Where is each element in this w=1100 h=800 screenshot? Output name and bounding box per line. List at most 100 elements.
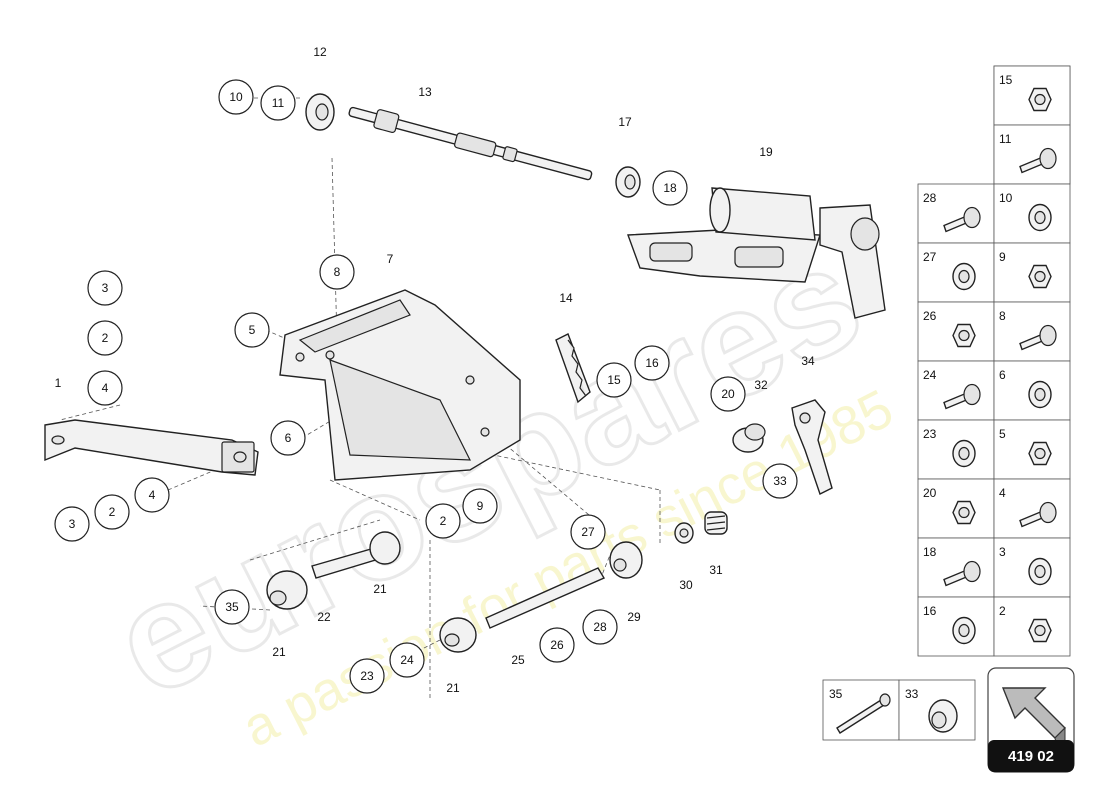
bushing-part <box>439 617 477 653</box>
hardware-cell-28: 28 <box>917 183 995 244</box>
callout-number: 5 <box>249 323 256 337</box>
hardware-icon <box>1028 441 1052 466</box>
hardware-number: 8 <box>999 309 1006 323</box>
callout-number: 25 <box>511 653 525 667</box>
callout-number: 34 <box>801 354 815 368</box>
callout-29: 29 <box>627 610 641 624</box>
arm-part <box>44 419 259 476</box>
hardware-cell-11: 11 <box>993 124 1071 185</box>
bearing-part <box>305 93 335 131</box>
bushing-part <box>266 570 308 610</box>
hardware-icon <box>952 500 976 525</box>
callout-number: 35 <box>225 600 239 614</box>
hardware-number: 10 <box>999 191 1013 205</box>
bearing-part <box>615 166 641 198</box>
callout-number: 12 <box>313 45 327 59</box>
hardware-cell-27: 27 <box>917 242 995 303</box>
hardware-cell-2: 2 <box>993 596 1071 657</box>
hardware-cell-26: 26 <box>917 301 995 362</box>
callout-number: 27 <box>581 525 595 539</box>
hardware-number: 6 <box>999 368 1006 382</box>
callout-25: 25 <box>511 653 525 667</box>
callout-number: 13 <box>418 85 432 99</box>
callout-number: 4 <box>102 381 109 395</box>
callout-number: 14 <box>559 291 573 305</box>
callout-number: 10 <box>229 90 243 104</box>
callout-14: 14 <box>559 291 573 305</box>
hardware-icon <box>1019 324 1057 351</box>
hardware-number: 26 <box>923 309 937 323</box>
callout-number: 9 <box>477 499 484 513</box>
hardware-cell-9: 9 <box>993 242 1071 303</box>
hardware-cell-8: 8 <box>993 301 1071 362</box>
parts <box>44 93 886 653</box>
spring-part <box>704 511 728 535</box>
callout-number: 8 <box>334 265 341 279</box>
callout-21: 21 <box>446 681 460 695</box>
bottom-cell-35: 35 <box>822 679 900 741</box>
hardware-icon <box>1019 501 1057 528</box>
callout-12: 12 <box>313 45 327 59</box>
callout-number: 16 <box>645 356 659 370</box>
hardware-number: 27 <box>923 250 937 264</box>
callout-17: 17 <box>618 115 632 129</box>
callout-number: 1 <box>55 376 62 390</box>
callout-number: 23 <box>360 669 374 683</box>
cam-part <box>791 399 833 495</box>
hardware-icon <box>1028 618 1052 643</box>
callout-9: 9 <box>462 488 498 524</box>
hardware-number: 18 <box>923 545 937 559</box>
bottom-table: 35 33 <box>822 679 976 741</box>
callout-number: 2 <box>109 505 116 519</box>
callout-21: 21 <box>373 582 387 596</box>
callout-4: 4 <box>87 370 123 406</box>
hardware-number: 5 <box>999 427 1006 441</box>
callout-10: 10 <box>218 79 254 115</box>
hardware-cell-15: 15 <box>993 65 1071 126</box>
nut-part <box>609 541 643 579</box>
callout-number: 6 <box>285 431 292 445</box>
callout-number: 11 <box>272 96 285 110</box>
callout-6: 6 <box>270 420 306 456</box>
callout-13: 13 <box>418 85 432 99</box>
hardware-icon <box>952 262 976 291</box>
hardware-number: 4 <box>999 486 1006 500</box>
hardware-cell-6: 6 <box>993 360 1071 421</box>
sheet-number-box <box>988 740 1074 772</box>
rack-part <box>555 333 591 404</box>
callout-number: 3 <box>102 281 109 295</box>
callout-26: 26 <box>539 627 575 663</box>
callout-1: 1 <box>55 376 62 390</box>
callout-22: 22 <box>317 610 331 624</box>
hardware-number: 2 <box>999 604 1006 618</box>
hardware-icon <box>952 439 976 468</box>
bottom-number: 33 <box>905 687 919 701</box>
hardware-icon <box>952 616 976 645</box>
callout-number: 18 <box>663 181 677 195</box>
hardware-icon <box>1028 203 1052 232</box>
callout-number: 22 <box>317 610 331 624</box>
sheet-number: 419 02 <box>1008 748 1054 765</box>
hardware-number: 3 <box>999 545 1006 559</box>
hardware-icon <box>1028 380 1052 409</box>
callout-number: 28 <box>593 620 607 634</box>
callout-number: 20 <box>721 387 735 401</box>
callout-2: 2 <box>87 320 123 356</box>
callout-number: 7 <box>387 252 394 266</box>
callout-number: 21 <box>272 645 286 659</box>
hardware-icon <box>952 323 976 348</box>
callout-number: 31 <box>709 563 723 577</box>
hardware-number: 15 <box>999 73 1013 87</box>
callout-3: 3 <box>54 506 90 542</box>
callout-15: 15 <box>596 362 632 398</box>
shaft-part <box>348 106 593 181</box>
sheet-navigator[interactable]: 419 02 <box>987 667 1075 773</box>
hardware-cell-24: 24 <box>917 360 995 421</box>
hardware-cell-10: 10 <box>993 183 1071 244</box>
hardware-icon <box>943 206 981 233</box>
washer-part <box>674 522 694 544</box>
hardware-icon <box>943 383 981 410</box>
callout-30: 30 <box>679 578 693 592</box>
callout-number: 26 <box>550 638 564 652</box>
